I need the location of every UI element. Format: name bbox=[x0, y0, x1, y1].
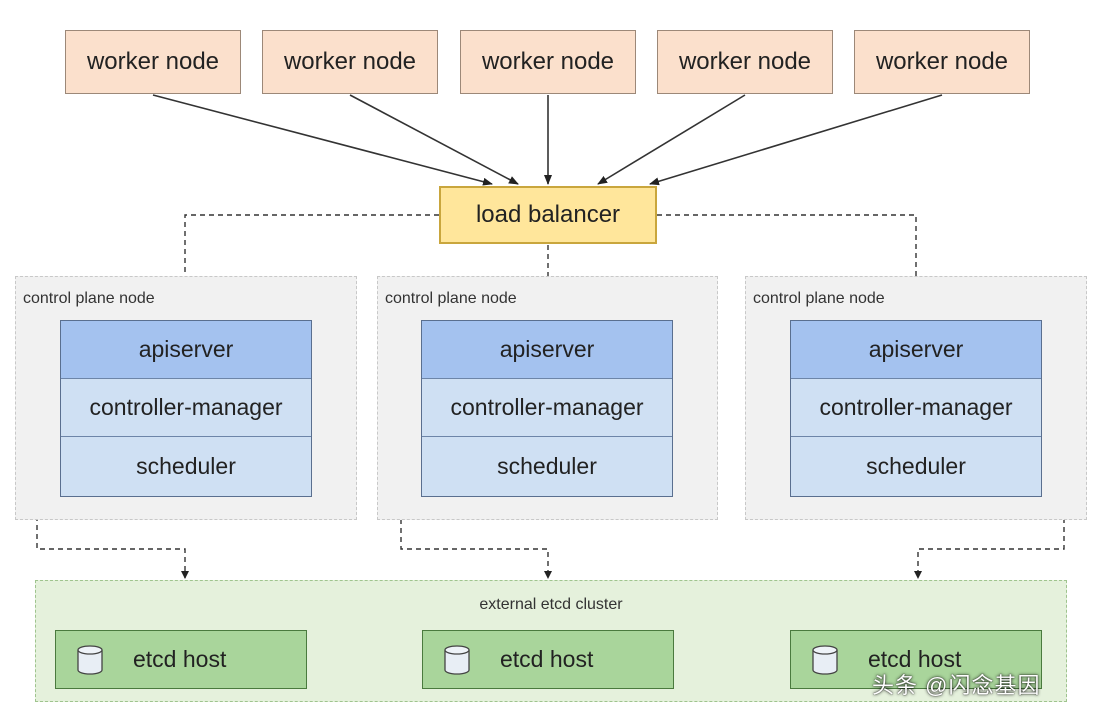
component-stack-2: apiserver controller-manager scheduler bbox=[421, 320, 673, 497]
controller-manager-box: controller-manager bbox=[791, 379, 1041, 437]
database-icon bbox=[812, 644, 838, 675]
database-icon bbox=[77, 644, 103, 675]
worker-node-1: worker node bbox=[65, 30, 241, 94]
scheduler-box: scheduler bbox=[422, 437, 672, 496]
controller-manager-box: controller-manager bbox=[422, 379, 672, 437]
apiserver-box: apiserver bbox=[422, 321, 672, 379]
scheduler-box: scheduler bbox=[791, 437, 1041, 496]
etcd-host-label: etcd host bbox=[133, 646, 227, 672]
apiserver-label: apiserver bbox=[499, 336, 595, 362]
worker-node-3: worker node bbox=[460, 30, 636, 94]
load-balancer-label: load balancer bbox=[475, 201, 621, 228]
arrow-worker-4-to-lb bbox=[597, 94, 746, 185]
control-plane-node-label: control plane node bbox=[23, 290, 155, 307]
etcd-host-label: etcd host bbox=[500, 646, 594, 672]
scheduler-label: scheduler bbox=[136, 453, 236, 479]
worker-node-label: worker node bbox=[283, 48, 417, 75]
worker-node-2: worker node bbox=[262, 30, 438, 94]
control-plane-node-label: control plane node bbox=[385, 290, 517, 307]
worker-node-4: worker node bbox=[657, 30, 833, 94]
dashed-apiserver-1-to-etcd bbox=[36, 346, 189, 579]
etcd-cluster-label: external etcd cluster bbox=[479, 596, 623, 613]
controller-manager-label: controller-manager bbox=[450, 394, 644, 420]
load-balancer: load balancer bbox=[439, 186, 657, 244]
database-icon bbox=[444, 644, 470, 675]
arrow-worker-5-to-lb bbox=[649, 94, 943, 186]
arrow-worker-2-to-lb bbox=[349, 94, 519, 185]
controller-manager-label: controller-manager bbox=[89, 394, 283, 420]
worker-node-5: worker node bbox=[854, 30, 1030, 94]
controller-manager-label: controller-manager bbox=[819, 394, 1013, 420]
apiserver-label: apiserver bbox=[868, 336, 964, 362]
arrow-worker-1-to-lb bbox=[152, 94, 493, 186]
component-stack-3: apiserver controller-manager scheduler bbox=[790, 320, 1042, 497]
component-stack-1: apiserver controller-manager scheduler bbox=[60, 320, 312, 497]
worker-node-label: worker node bbox=[678, 48, 812, 75]
watermark-text: 头条 @闪念基因 bbox=[872, 673, 1041, 698]
apiserver-box: apiserver bbox=[61, 321, 311, 379]
worker-node-label: worker node bbox=[875, 48, 1009, 75]
worker-node-label: worker node bbox=[86, 48, 220, 75]
worker-node-label: worker node bbox=[481, 48, 615, 75]
control-plane-node-label: control plane node bbox=[753, 290, 885, 307]
etcd-host-2: etcd host bbox=[422, 630, 674, 689]
etcd-host-1: etcd host bbox=[55, 630, 307, 689]
scheduler-label: scheduler bbox=[866, 453, 966, 479]
etcd-host-3: etcd host bbox=[790, 630, 1042, 689]
apiserver-box: apiserver bbox=[791, 321, 1041, 379]
scheduler-box: scheduler bbox=[61, 437, 311, 496]
apiserver-label: apiserver bbox=[138, 336, 234, 362]
etcd-host-label: etcd host bbox=[868, 646, 962, 672]
controller-manager-box: controller-manager bbox=[61, 379, 311, 437]
scheduler-label: scheduler bbox=[497, 453, 597, 479]
